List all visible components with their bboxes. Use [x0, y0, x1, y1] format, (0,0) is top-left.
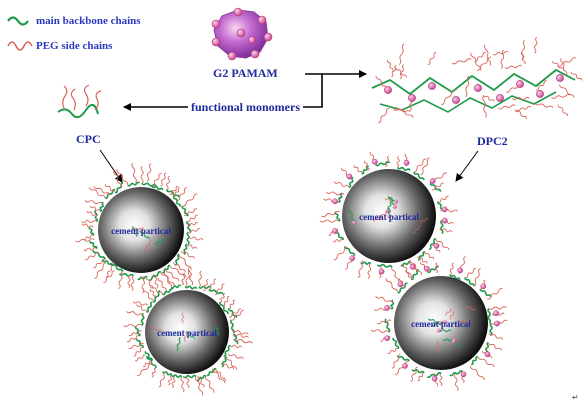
cement-particle	[98, 187, 184, 273]
pamam-node	[516, 80, 524, 88]
legend-backbone-label: main backbone chains	[36, 15, 141, 27]
dpc2-arrow	[455, 150, 479, 182]
pamam-node	[384, 86, 392, 94]
pamam-label: G2 PAMAM	[213, 66, 278, 80]
pamam-core	[211, 7, 273, 61]
corner-mark: ↵	[572, 393, 579, 402]
pamam-node	[428, 82, 436, 90]
dpc2-molecule	[371, 36, 583, 124]
legend: main backbone chains PEG side chains	[7, 15, 141, 52]
monomers-label: functional monomers	[191, 100, 300, 114]
legend-peg-label: PEG side chains	[36, 40, 113, 52]
pamam-node	[556, 74, 564, 82]
reaction-arrows	[123, 70, 367, 111]
cpc-coated-particle-1: cement partical	[75, 162, 204, 294]
bracket-line	[303, 73, 323, 108]
surface-chains	[349, 196, 429, 234]
pamam-node	[474, 84, 482, 92]
adsorbed-polymer-layer	[123, 267, 253, 396]
cpc-molecule	[57, 84, 102, 119]
adsorbed-polymer-layer	[319, 151, 459, 282]
cpc-coated-particle-2: cement partical	[123, 267, 253, 396]
pamam-node	[536, 90, 544, 98]
legend-peg-swatch	[7, 41, 33, 51]
cpc-label: CPC	[76, 132, 101, 146]
adsorbed-polymer-layer	[75, 162, 204, 294]
pamam-node	[452, 96, 460, 104]
surface-chains	[131, 225, 165, 252]
dpc2-backbone	[371, 68, 576, 96]
cement-particle-label: cement partical	[111, 226, 171, 236]
cement-particle-label: cement partical	[411, 319, 471, 329]
dpc2-coated-particle-1: cement partical	[319, 151, 459, 282]
pamam-node	[496, 94, 504, 102]
cement-particle-label: cement partical	[359, 212, 419, 222]
legend-backbone-swatch	[7, 16, 29, 26]
pamam-node	[408, 94, 416, 102]
surface-chains	[427, 306, 477, 354]
dpc2-label: DPC2	[477, 134, 508, 148]
cpc-arrow	[99, 149, 123, 183]
dpc2-coated-particle-2: cement partical	[370, 255, 508, 391]
pamam-surface-groups	[211, 7, 273, 61]
adsorbed-polymer-layer	[370, 255, 508, 391]
cement-particle-label: cement partical	[157, 328, 217, 338]
surface-chains	[149, 312, 220, 351]
